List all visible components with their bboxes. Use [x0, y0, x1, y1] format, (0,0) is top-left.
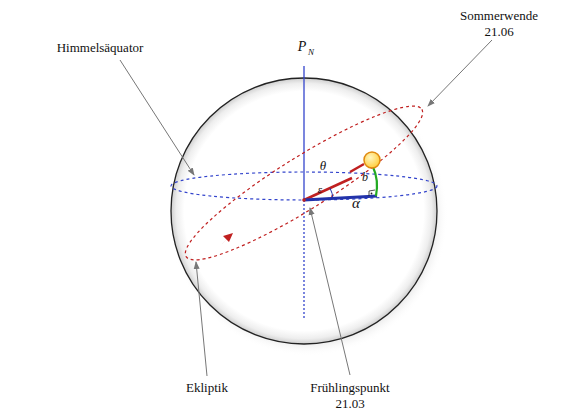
- pole-label: P: [295, 40, 309, 54]
- right-angle: [369, 190, 375, 196]
- leader-line: [196, 262, 207, 376]
- sun-vector: [350, 164, 364, 172]
- region-label: Himmelsäquator: [45, 40, 155, 56]
- pole-axis: [303, 66, 304, 200]
- leader-line: [428, 40, 492, 106]
- b-arc: [373, 167, 377, 196]
- sphere-shadow: [168, 76, 448, 356]
- alpha-line: [304, 196, 377, 200]
- ecliptic: [172, 87, 435, 278]
- coordinate-label: b: [360, 171, 370, 183]
- ecliptic-arrow: [222, 233, 233, 244]
- pole-subscript: N: [306, 48, 316, 57]
- leader-line: [120, 60, 194, 175]
- date-label: Sommerwende 21.06: [454, 8, 544, 40]
- right-angle-dot: [371, 193, 373, 195]
- curve-label: Ekliptik: [172, 380, 242, 396]
- angle-label: θ: [317, 159, 329, 172]
- angle-label: ε: [315, 184, 325, 195]
- leader-line: [310, 208, 350, 375]
- epsilon-arc: [330, 188, 333, 199]
- date-label: Frühlingspunkt 21.03: [295, 380, 405, 412]
- pole-axis-hidden: [303, 200, 304, 320]
- center-point: [302, 198, 306, 202]
- angle-label: α: [349, 196, 363, 211]
- sun: [364, 152, 380, 168]
- celestial-equator: [171, 172, 437, 200]
